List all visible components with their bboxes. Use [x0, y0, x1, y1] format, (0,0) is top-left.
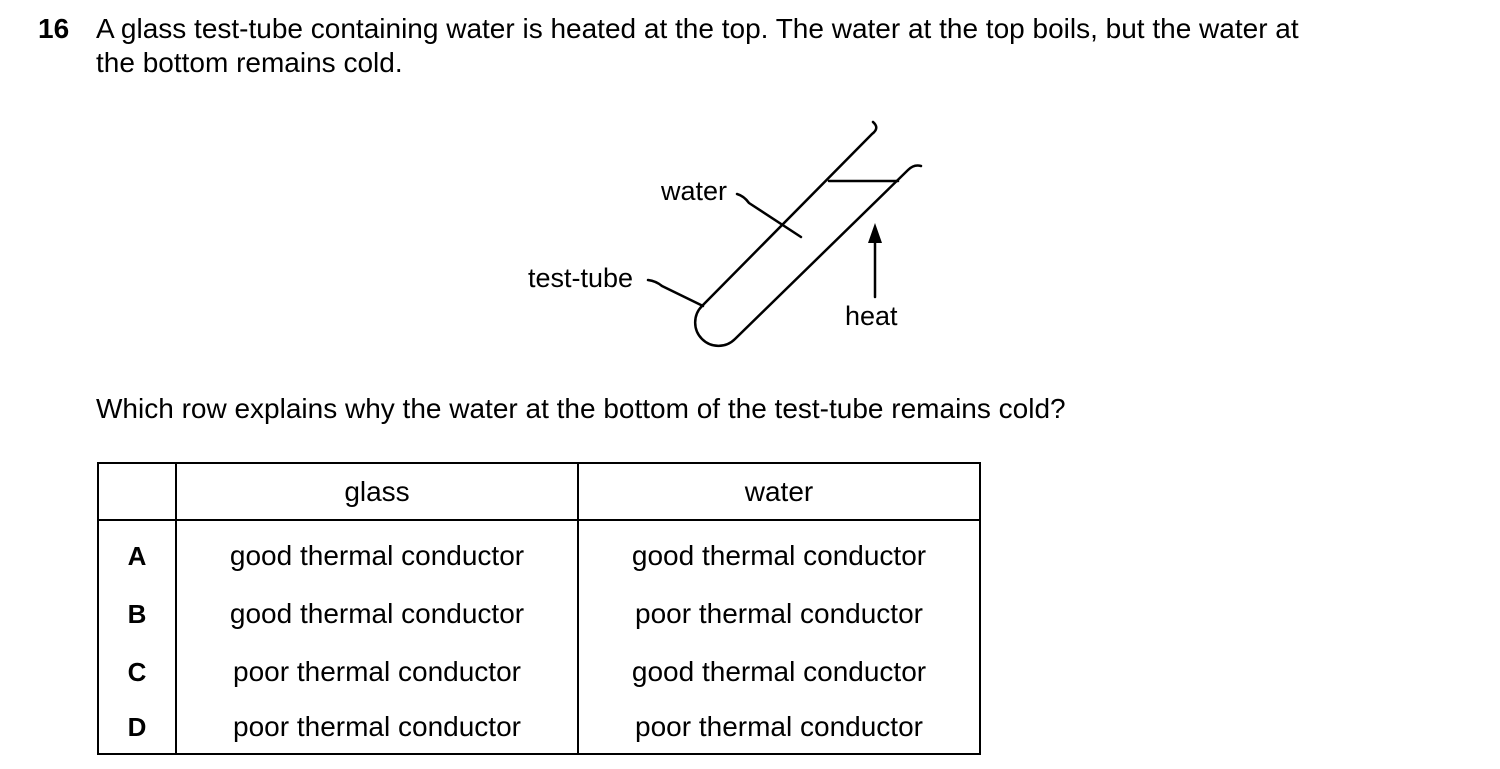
test-tube-leader-line [646, 278, 705, 308]
header-glass: glass [175, 462, 579, 521]
answer-options-table: glass water A good thermal conductor goo… [97, 462, 981, 755]
option-letter: C [97, 643, 177, 701]
table-row: B good thermal conductor poor thermal co… [97, 585, 981, 643]
option-water: poor thermal conductor [577, 701, 981, 755]
option-letter: B [97, 585, 177, 643]
test-tube-diagram: water test-tube heat [528, 120, 923, 348]
table-header-row: glass water [97, 462, 981, 521]
option-water: good thermal conductor [577, 643, 981, 701]
option-glass: good thermal conductor [175, 585, 579, 643]
header-letter-cell [97, 462, 177, 521]
option-glass: poor thermal conductor [175, 701, 579, 755]
table-row: C poor thermal conductor good thermal co… [97, 643, 981, 701]
water-label: water [660, 176, 727, 206]
question-prompt: Which row explains why the water at the … [96, 393, 1066, 424]
question-number: 16 [38, 13, 70, 44]
question-stem-line-1: A glass test-tube containing water is he… [96, 13, 1299, 44]
table-row: D poor thermal conductor poor thermal co… [97, 701, 981, 755]
table-row: A good thermal conductor good thermal co… [97, 520, 981, 585]
question-stem: A glass test-tube containing water is he… [96, 12, 1476, 80]
option-water: good thermal conductor [577, 520, 981, 585]
option-glass: poor thermal conductor [175, 643, 579, 701]
water-leader-line [735, 192, 803, 239]
heat-label: heat [845, 301, 898, 331]
option-letter: D [97, 701, 177, 755]
option-glass: good thermal conductor [175, 520, 579, 585]
header-water: water [577, 462, 981, 521]
test-tube-label: test-tube [528, 263, 633, 293]
question-stem-line-2: the bottom remains cold. [96, 47, 403, 78]
option-letter: A [97, 520, 177, 585]
test-tube-outline [693, 120, 923, 348]
heat-arrow-head [868, 223, 882, 243]
option-water: poor thermal conductor [577, 585, 981, 643]
